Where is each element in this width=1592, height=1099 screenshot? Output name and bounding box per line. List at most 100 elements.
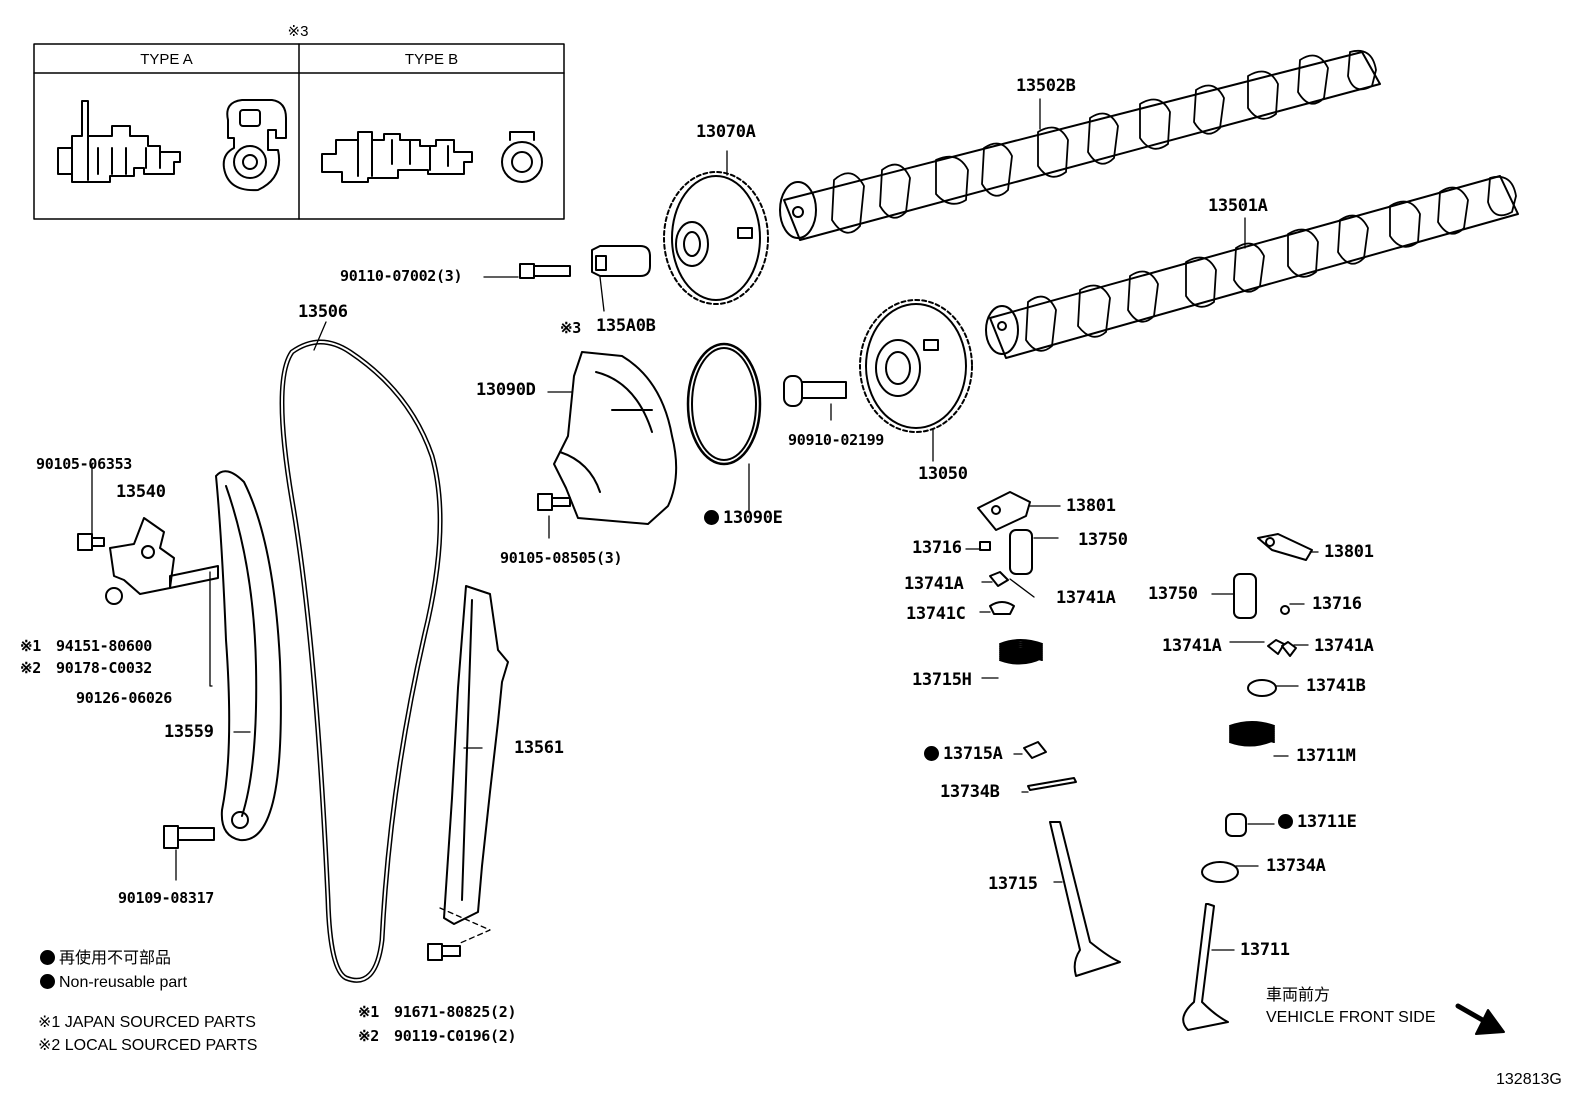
exhaust-camshaft-13502b	[779, 49, 1381, 241]
rocker-arm-13801-right	[1257, 533, 1313, 561]
leader-lines	[91, 98, 1319, 951]
vehicle-front-side-jp: 車両前方	[1266, 987, 1331, 1004]
inset-ref-mark: ※3	[287, 23, 309, 40]
keepers-13741a-left	[989, 571, 1009, 587]
valve-13711	[1182, 903, 1229, 1031]
intake-vvt-gear-13050	[859, 299, 973, 433]
figure-id: 132813G	[1496, 1071, 1562, 1088]
ocv-135a0b	[591, 245, 651, 277]
part-label-13741b: 13741B	[1306, 676, 1366, 696]
rocker-arm-13801-left	[977, 491, 1031, 531]
part-label-13741a-right-b: 13741A	[1314, 636, 1374, 656]
lash-adjuster-13750-left	[1009, 529, 1033, 575]
part-label-13750-left: 13750	[1078, 530, 1128, 550]
part-label-13711: 13711	[1240, 940, 1290, 960]
part-label-13716-left: 13716	[912, 538, 962, 558]
part-label-13801-right: 13801	[1324, 542, 1374, 562]
non-reusable-dot-icon	[40, 974, 55, 989]
part-label-90105-08505: 90105-08505(3)	[500, 549, 623, 567]
bolt-90110-07002	[519, 263, 571, 279]
part-label-94151-80600: 94151-80600	[56, 637, 153, 655]
cap-13716-right	[1280, 605, 1290, 615]
part-label-13741c: 13741C	[906, 604, 966, 624]
part-label-13090e: 13090E	[704, 508, 783, 528]
part-label-13734a: 13734A	[1266, 856, 1326, 876]
part-label-91671-80825: 91671-80825(2)	[394, 1003, 517, 1021]
part-label-90910-02199: 90910-02199	[788, 431, 885, 449]
chain-slipper-13559	[215, 470, 282, 842]
part-label-13090d: 13090D	[476, 380, 536, 400]
bolt-90109-08317	[163, 825, 215, 849]
part-label-90105-06353: 90105-06353	[36, 455, 133, 473]
legend-note-japan-sourced: ※1 JAPAN SOURCED PARTS	[38, 1014, 256, 1031]
non-reusable-dot-icon	[704, 510, 719, 525]
legend-note-local-sourced: ※2 LOCAL SOURCED PARTS	[38, 1037, 258, 1054]
intake-camshaft-13501a	[985, 175, 1519, 359]
seal-13711e	[1225, 813, 1247, 837]
stud-90126-06026	[169, 565, 219, 589]
part-label-13502b: 13502B	[1016, 76, 1076, 96]
part-label-13559: 13559	[164, 722, 214, 742]
type-b-label: TYPE B	[404, 51, 459, 68]
bolt-91671-80825	[427, 943, 461, 961]
cap-13716-left	[979, 541, 991, 551]
non-reusable-dot-icon	[924, 746, 939, 761]
vehicle-front-side-en: VEHICLE FRONT SIDE	[1266, 1009, 1436, 1026]
part-label-91671-mark: ※1	[358, 1003, 379, 1021]
part-label-13741a-left-a: 13741A	[904, 574, 964, 594]
part-label-13070a: 13070A	[696, 122, 756, 142]
part-label-94151-mark: ※1	[20, 637, 41, 655]
lash-adjuster-13750-right	[1233, 573, 1257, 619]
valve-spring-13711m	[1229, 721, 1275, 747]
chain-damper-13561	[443, 585, 509, 925]
legend-non-reusable-jp: 再使用不可部品	[40, 949, 171, 968]
part-label-13501a: 13501A	[1208, 196, 1268, 216]
part-label-13711e: 13711E	[1278, 812, 1357, 832]
part-label-13050: 13050	[918, 464, 968, 484]
part-label-13715: 13715	[988, 874, 1038, 894]
part-label-13711m: 13711M	[1296, 746, 1356, 766]
valve-spring-13715h	[999, 639, 1043, 665]
type-a-label: TYPE A	[140, 51, 193, 68]
part-label-13801-left: 13801	[1066, 496, 1116, 516]
vehicle-front-arrow-icon	[1455, 1003, 1505, 1035]
cam-housing-cover-13090d	[553, 351, 678, 525]
type-b-bracket-illustration	[501, 131, 543, 183]
part-label-13734b: 13734B	[940, 782, 1000, 802]
part-label-90109-08317: 90109-08317	[118, 889, 215, 907]
part-label-13506: 13506	[298, 302, 348, 322]
part-label-90119-mark: ※2	[358, 1027, 379, 1045]
non-reusable-dot-icon	[1278, 814, 1293, 829]
bolt-90910-02199	[783, 375, 847, 407]
washer-13734a	[1201, 861, 1239, 883]
part-label-135a0b: 135A0B	[596, 316, 656, 336]
timing-chain-13506	[279, 339, 443, 983]
valve-13715	[1049, 821, 1121, 977]
type-b-ocv-valve-illustration	[321, 131, 473, 183]
part-label-90110-07002: 90110-07002(3)	[340, 267, 463, 285]
part-label-135a0b-mark: ※3	[560, 319, 581, 337]
valve-guide-13734b	[1027, 777, 1077, 791]
part-label-90178-mark: ※2	[20, 659, 41, 677]
type-a-ocv-valve-illustration	[57, 100, 181, 183]
part-label-13540: 13540	[116, 482, 166, 502]
part-label-13561: 13561	[514, 738, 564, 758]
part-label-90178-c0032: 90178-C0032	[56, 659, 153, 677]
part-label-13750-right: 13750	[1148, 584, 1198, 604]
part-label-90119-c0196: 90119-C0196(2)	[394, 1027, 517, 1045]
part-label-90126-06026: 90126-06026	[76, 689, 173, 707]
bolt-90105-08505	[537, 493, 571, 511]
type-a-bracket-illustration	[222, 99, 287, 192]
part-label-13715h: 13715H	[912, 670, 972, 690]
part-label-13715a: 13715A	[924, 744, 1003, 764]
nut-94151-80600	[105, 587, 123, 605]
legend-non-reusable-en: Non-reusable part	[40, 973, 187, 992]
part-label-13741a-right-a: 13741A	[1162, 636, 1222, 656]
part-label-13716-right: 13716	[1312, 594, 1362, 614]
retainer-13741b	[1247, 679, 1277, 697]
retainer-13741c	[989, 601, 1015, 615]
gasket-13090e	[686, 342, 762, 466]
part-label-13741a-left-b: 13741A	[1056, 588, 1116, 608]
non-reusable-dot-icon	[40, 950, 55, 965]
